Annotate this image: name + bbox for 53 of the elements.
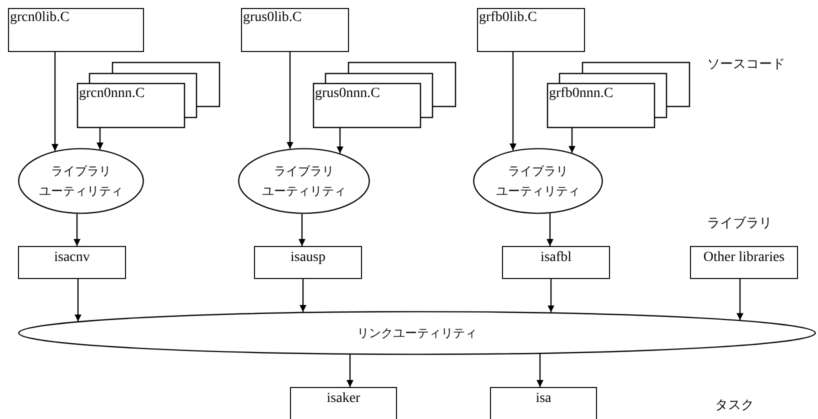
layer-label: タスク [715, 397, 754, 414]
arrow [536, 354, 544, 387]
arrow [300, 279, 306, 312]
stacked-file-boxes [77, 62, 219, 127]
process-label: リンクユーティリティ [357, 325, 477, 342]
file-name: grus0lib.C [243, 10, 302, 26]
process-label: ライブラリ [274, 163, 334, 180]
file-name: grfb0lib.C [479, 10, 537, 26]
file-name: grfb0nnn.C [549, 86, 614, 102]
stacked-file-boxes [547, 62, 689, 127]
process-label: ライブラリ [508, 163, 568, 180]
module-box [502, 246, 610, 279]
utility-ellipse [18, 148, 144, 214]
arrow [52, 52, 58, 151]
arrow [96, 127, 104, 150]
arrow [568, 127, 576, 153]
file-name: grcn0nnn.C [79, 86, 145, 102]
arrow [546, 213, 554, 246]
arrow [74, 214, 80, 246]
arrow [286, 52, 294, 149]
arrow [336, 127, 344, 154]
module-name: isausp [290, 250, 326, 266]
module-box [254, 246, 362, 279]
arrow [510, 52, 516, 151]
module-box [690, 246, 798, 279]
file-box [8, 8, 144, 52]
file-box [477, 8, 585, 52]
layer-label: ソースコード [707, 56, 785, 73]
file-name: grcn0lib.C [10, 10, 70, 26]
file-name: grus0nnn.C [315, 86, 380, 102]
module-box [18, 246, 126, 279]
utility-ellipse [238, 148, 370, 214]
link-utility-ellipse [18, 311, 816, 355]
utility-ellipse [473, 148, 603, 214]
file-box [241, 8, 349, 52]
module-box [290, 387, 397, 419]
process-label: ユーティリティ [496, 183, 580, 200]
module-name: isafbl [539, 250, 573, 266]
arrow [736, 279, 744, 320]
process-label: ライブラリ [51, 163, 111, 180]
module-name: isa [534, 391, 552, 407]
module-name: isaker [326, 391, 362, 407]
arrow [74, 279, 82, 322]
arrow [298, 214, 306, 246]
layer-label: ライブラリ [707, 215, 772, 232]
process-label: ユーティリティ [262, 183, 346, 200]
module-name: isacnv [53, 250, 91, 266]
arrow [346, 354, 354, 387]
module-box [490, 387, 597, 419]
arrow [548, 279, 554, 312]
process-label: ユーティリティ [39, 183, 123, 200]
module-name: Other libraries [702, 250, 786, 266]
stacked-file-boxes [313, 62, 455, 127]
